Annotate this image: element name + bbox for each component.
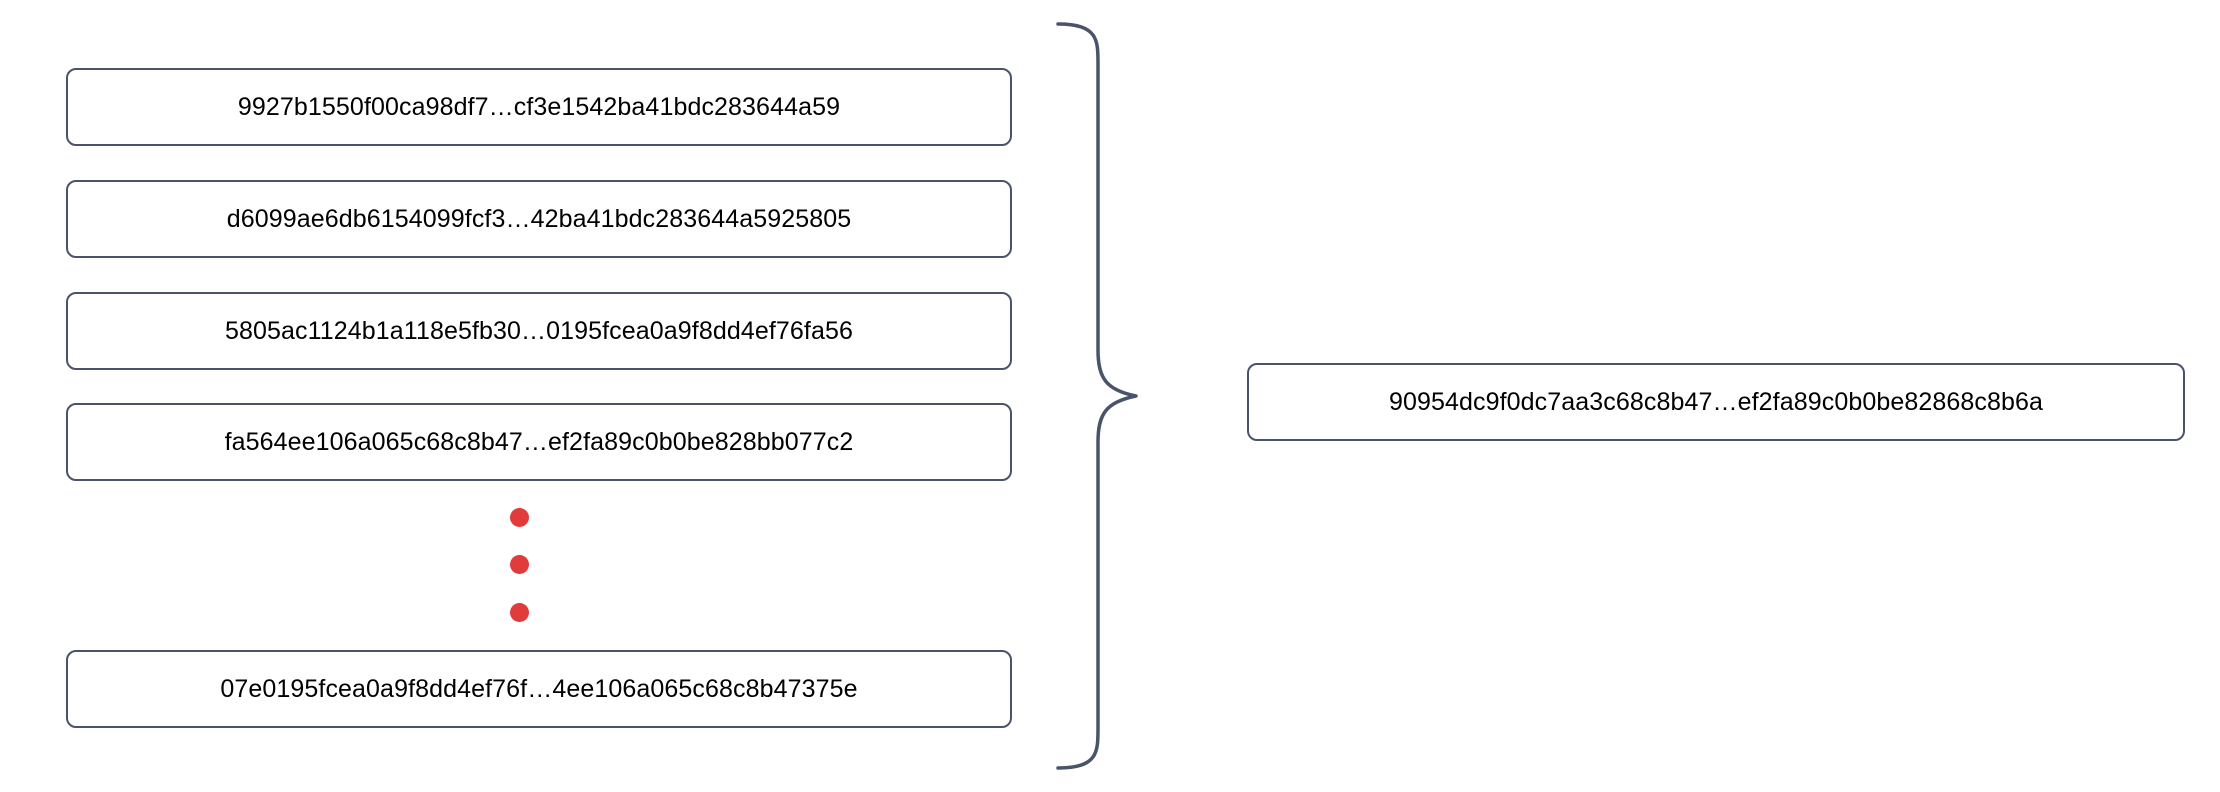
- ellipsis-dot-3: [510, 603, 529, 622]
- hash-box-1-text: 9927b1550f00ca98df7…cf3e1542ba41bdc28364…: [237, 92, 841, 121]
- hash-box-2: d6099ae6db6154099fcf3…42ba41bdc283644a59…: [66, 180, 1012, 258]
- hash-box-3: 5805ac1124b1a118e5fb30…0195fcea0a9f8dd4e…: [66, 292, 1012, 370]
- hash-box-1: 9927b1550f00ca98df7…cf3e1542ba41bdc28364…: [66, 68, 1012, 146]
- hash-box-3-text: 5805ac1124b1a118e5fb30…0195fcea0a9f8dd4e…: [225, 316, 853, 345]
- aggregate-hash-box: 90954dc9f0dc7aa3c68c8b47…ef2fa89c0b0be82…: [1247, 363, 2185, 441]
- ellipsis-dot-1: [510, 508, 529, 527]
- curly-brace-icon: [1056, 22, 1138, 770]
- ellipsis-dot-2: [510, 555, 529, 574]
- hash-box-5: 07e0195fcea0a9f8dd4ef76f…4ee106a065c68c8…: [66, 650, 1012, 728]
- hash-box-4: fa564ee106a065c68c8b47…ef2fa89c0b0be828b…: [66, 403, 1012, 481]
- hash-box-5-text: 07e0195fcea0a9f8dd4ef76f…4ee106a065c68c8…: [220, 674, 858, 703]
- curly-brace: [1040, 20, 1170, 772]
- hash-box-2-text: d6099ae6db6154099fcf3…42ba41bdc283644a59…: [226, 204, 852, 233]
- hash-box-4-text: fa564ee106a065c68c8b47…ef2fa89c0b0be828b…: [224, 427, 854, 456]
- aggregate-hash-text: 90954dc9f0dc7aa3c68c8b47…ef2fa89c0b0be82…: [1389, 387, 2043, 416]
